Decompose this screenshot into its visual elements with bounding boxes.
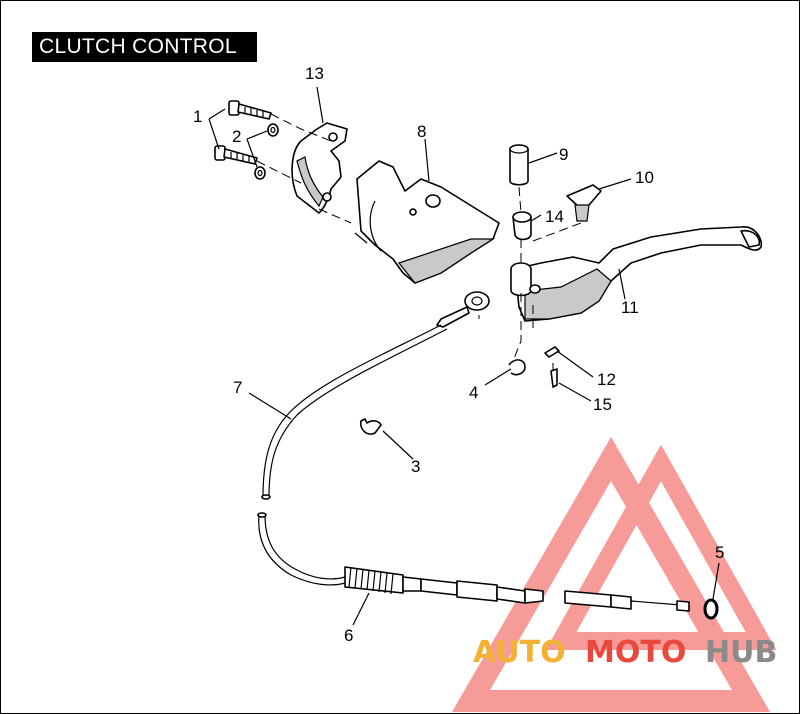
callout-2: 2 (232, 127, 241, 146)
lever-bracket (354, 160, 500, 284)
cable-lower-run (258, 514, 346, 586)
callout-10: 10 (635, 168, 654, 187)
interlock-actuator (566, 184, 602, 222)
callout-5: 5 (715, 543, 724, 562)
callout-12: 12 (597, 370, 616, 389)
watermark-auto: AUTO (473, 635, 566, 670)
callout-9: 9 (559, 145, 568, 164)
watermark-triangle-left (451, 437, 771, 712)
diagram-title: CLUTCH CONTROL (32, 32, 257, 62)
cable-clip (359, 418, 382, 435)
pivot-clip (544, 346, 560, 358)
callout-15: 15 (593, 395, 612, 414)
callout-6: 6 (344, 626, 353, 645)
watermark-triangle-right (545, 444, 777, 650)
cable-upper-end (436, 291, 490, 328)
callout-3: 3 (411, 457, 420, 476)
pivot-pin (509, 144, 529, 186)
bolt-upper (228, 100, 272, 120)
callout-4: 4 (469, 383, 478, 402)
watermark-logo (451, 437, 777, 712)
bolt-lower (214, 145, 258, 165)
callout-14: 14 (545, 207, 564, 226)
callout-7: 7 (233, 378, 242, 397)
cable-upper-run (262, 324, 442, 498)
washer-upper (267, 123, 279, 137)
watermark-wordmark: AUTO MOTO HUB (473, 635, 777, 670)
cable-end-fitting (564, 590, 690, 612)
leader-lines (208, 86, 720, 626)
callout-1: 1 (193, 107, 202, 126)
handlebar-clamp (291, 122, 348, 214)
watermark-hub: HUB (705, 635, 777, 670)
callout-13: 13 (305, 64, 324, 83)
callout-11: 11 (621, 298, 639, 317)
o-ring (703, 598, 719, 620)
washer-lower (254, 166, 266, 180)
cable-adjuster (344, 566, 544, 604)
watermark-moto: MOTO (585, 635, 686, 670)
callout-8: 8 (417, 122, 426, 141)
retaining-ring (508, 359, 526, 376)
bushing (512, 211, 532, 241)
pin-screw (550, 368, 558, 388)
